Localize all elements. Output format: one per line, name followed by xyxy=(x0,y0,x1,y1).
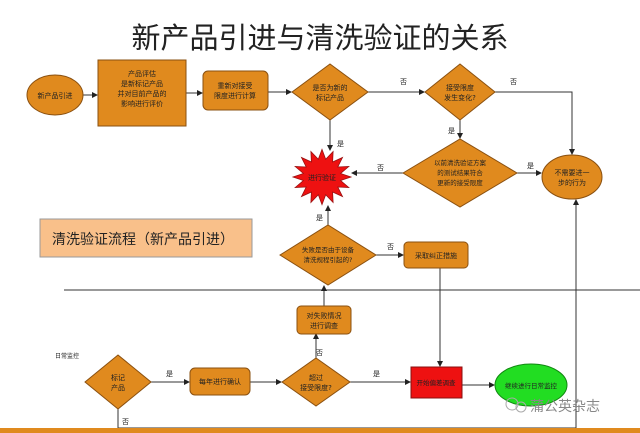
daily-monitor-label: 日常监控 xyxy=(55,352,79,360)
watermark: 蒲公英杂志 xyxy=(505,397,600,415)
decision-is-new-marker: 是否为新的 标记产品 xyxy=(291,63,369,121)
svg-text:更新的接受限度: 更新的接受限度 xyxy=(437,178,483,187)
svg-text:对失败情况: 对失败情况 xyxy=(307,311,342,320)
node-continue-monitor: 继续进行日常监控 xyxy=(494,363,568,407)
edge-label-no: 否 xyxy=(122,418,129,426)
decision-prior-results: 以前清洗验证方案 的测试结果符合 更新的接受限度 xyxy=(402,138,518,208)
svg-text:进行调查: 进行调查 xyxy=(310,321,338,330)
edge-label-no: 否 xyxy=(377,164,384,172)
edge-label-no: 否 xyxy=(316,349,323,357)
svg-text:采取纠正措施: 采取纠正措施 xyxy=(415,251,457,260)
node-no-action: 不需要进一 步的行为 xyxy=(541,154,603,200)
svg-text:标记产品: 标记产品 xyxy=(316,93,344,102)
decision-exceed-limit: 超过 接受限度? xyxy=(281,357,351,407)
svg-text:清洗验证流程（新产品引进）: 清洗验证流程（新产品引进） xyxy=(52,232,234,248)
edge-label-no: 否 xyxy=(387,243,394,251)
svg-text:是否为新的: 是否为新的 xyxy=(313,83,348,92)
edge-label-no: 否 xyxy=(400,78,407,86)
edge-label-no: 否 xyxy=(510,78,517,86)
edge-label-yes: 是 xyxy=(166,370,173,378)
svg-text:步的行为: 步的行为 xyxy=(558,178,586,187)
edge-label-yes: 是 xyxy=(448,127,455,135)
svg-text:标记: 标记 xyxy=(111,373,125,382)
svg-text:开始偏差调查: 开始偏差调查 xyxy=(417,378,457,387)
svg-text:每年进行确认: 每年进行确认 xyxy=(199,377,241,386)
decision-limit-changed: 接受限度 发生变化? xyxy=(424,63,496,121)
svg-text:继续进行日常监控: 继续进行日常监控 xyxy=(505,381,558,390)
svg-text:发生变化?: 发生变化? xyxy=(444,93,476,102)
decision-marker-product: 标记 产品 xyxy=(84,354,152,410)
edge-label-yes: 是 xyxy=(527,162,534,170)
svg-text:进行验证: 进行验证 xyxy=(308,173,336,182)
section-label-box: 清洗验证流程（新产品引进） xyxy=(39,218,253,258)
svg-text:清洗规程引起的?: 清洗规程引起的? xyxy=(304,255,353,264)
svg-text:是新标记产品: 是新标记产品 xyxy=(121,79,163,88)
bottom-bar xyxy=(0,428,640,433)
svg-text:的测试结果符合: 的测试结果符合 xyxy=(437,168,483,177)
svg-text:重新对接受: 重新对接受 xyxy=(218,81,253,90)
edge-label-yes: 是 xyxy=(316,214,323,222)
svg-text:超过: 超过 xyxy=(309,373,323,382)
node-investigate: 对失败情况 进行调查 xyxy=(296,305,352,335)
svg-text:产品评估: 产品评估 xyxy=(128,69,156,78)
svg-text:接受限度: 接受限度 xyxy=(446,83,474,92)
node-validate-burst: 进行验证 xyxy=(291,148,353,206)
node-recalc: 重新对接受 限度进行计算 xyxy=(202,70,269,111)
decision-failure-cause: 失败是否由于设备 清洗规程引起的? xyxy=(279,224,377,286)
edge-label-yes: 是 xyxy=(373,370,380,378)
svg-text:不需要进一: 不需要进一 xyxy=(555,169,590,177)
watermark-text: 蒲公英杂志 xyxy=(530,398,600,415)
svg-text:失败是否由于设备: 失败是否由于设备 xyxy=(302,245,355,254)
svg-text:并对目前产品的: 并对目前产品的 xyxy=(118,89,167,98)
page-title: 新产品引进与清洗验证的关系 xyxy=(131,21,508,55)
edge-label-yes: 是 xyxy=(337,140,344,148)
node-deviation: 开始偏差调查 xyxy=(410,366,463,399)
svg-text:接受限度?: 接受限度? xyxy=(300,383,332,392)
svg-text:产品: 产品 xyxy=(111,383,125,392)
svg-text:影响进行评价: 影响进行评价 xyxy=(121,99,163,108)
svg-text:新产品引进: 新产品引进 xyxy=(38,91,73,100)
svg-text:限度进行计算: 限度进行计算 xyxy=(214,91,256,100)
edge-labels: 否 否 是 是 否 是 是 否 否 是 是 否 xyxy=(122,78,534,426)
node-assess: 产品评估 是新标记产品 并对目前产品的 影响进行评价 xyxy=(97,59,187,127)
node-annual-confirm: 每年进行确认 xyxy=(189,367,251,396)
node-corrective: 采取纠正措施 xyxy=(403,241,469,269)
svg-text:以前清洗验证方案: 以前清洗验证方案 xyxy=(434,158,487,167)
node-start: 新产品引进 xyxy=(26,74,84,116)
